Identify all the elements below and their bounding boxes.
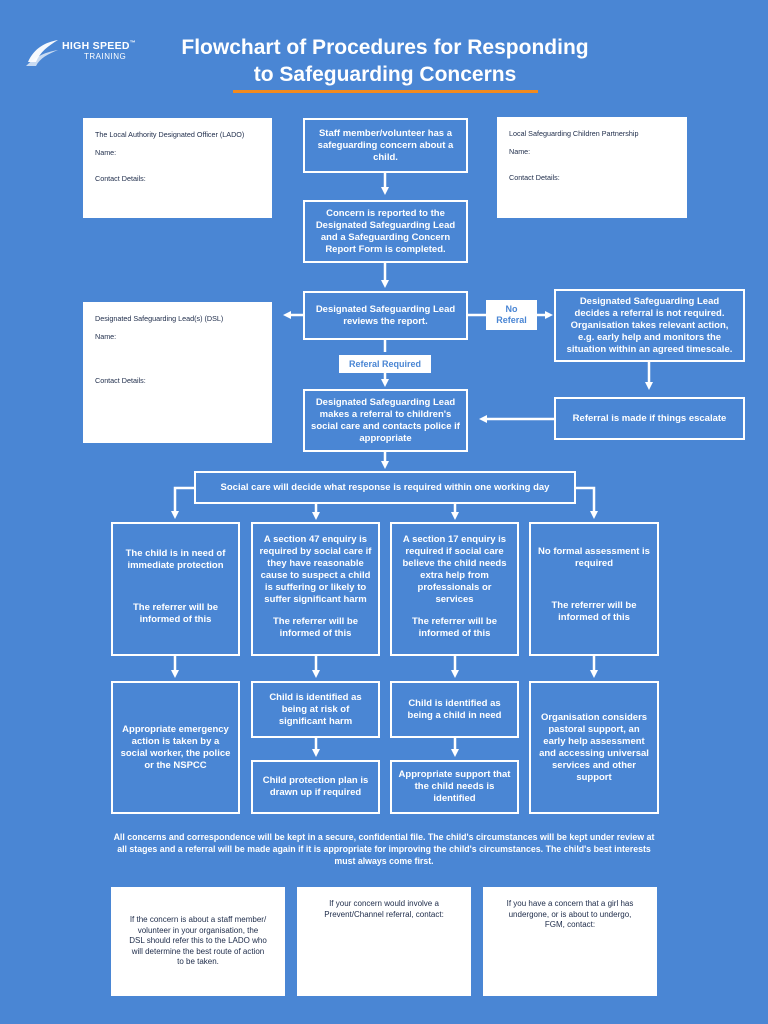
- col2-mid: Child is identified as being at risk of …: [251, 681, 380, 738]
- col3-bottom: Appropriate support that the child needs…: [390, 760, 519, 814]
- footer-lado-box: If the concern is about a staff member/ …: [111, 887, 285, 996]
- col4-bottom: Organisation considers pastoral support,…: [529, 681, 659, 814]
- col3-top: A section 17 enquiry is required if soci…: [390, 522, 519, 656]
- title-line-2: to Safeguarding Concerns: [253, 63, 517, 86]
- arrow-socialcare-col4: [576, 486, 598, 519]
- col2-bottom: Child protection plan is drawn up if req…: [251, 760, 380, 814]
- col2-top-text: A section 47 enquiry is required by soci…: [259, 534, 372, 605]
- lado-heading: The Local Authority Designated Officer (…: [95, 130, 245, 139]
- col1-top: The child is in need of immediate protec…: [111, 522, 240, 656]
- step-reviews: Designated Safeguarding Lead reviews the…: [303, 291, 468, 340]
- step-escalate: Referral is made if things escalate: [554, 397, 745, 440]
- step-no-referral: Designated Safeguarding Lead decides a r…: [554, 289, 745, 362]
- step-makes-referral: Designated Safeguarding Lead makes a ref…: [303, 389, 468, 452]
- step-social-care: Social care will decide what response is…: [194, 471, 576, 504]
- arrow-socialcare-col1: [171, 486, 194, 519]
- brand-logo: HIGH SPEED™ TRAINING: [24, 36, 154, 68]
- lado-contact-box: The Local Authority Designated Officer (…: [83, 118, 272, 218]
- brand-line1: HIGH SPEED™: [62, 40, 137, 52]
- footer-prevent-box: If your concern would involve a Prevent/…: [297, 887, 471, 996]
- dsl-name-label: Name:: [95, 332, 117, 341]
- lado-contact-label: Contact Details:: [95, 174, 146, 183]
- col1-top-text: The child is in need of immediate protec…: [125, 548, 226, 571]
- col4-referrer-text: The referrer will be informed of this: [551, 600, 637, 623]
- step-reported: Concern is reported to the Designated Sa…: [303, 200, 468, 263]
- col1-referrer-text: The referrer will be informed of this: [132, 602, 218, 625]
- dsl-contact-box: Designated Safeguarding Lead(s) (DSL) Na…: [83, 302, 272, 443]
- confidentiality-note: All concerns and correspondence will be …: [113, 832, 655, 866]
- lscp-heading: Local Safeguarding Children Partnership: [509, 129, 639, 138]
- col4-top-text: No formal assessment is required: [538, 546, 650, 569]
- col3-referrer-text: The referrer will be informed of this: [411, 616, 497, 639]
- lscp-name-label: Name:: [509, 147, 531, 156]
- col2-top: A section 47 enquiry is required by soci…: [251, 522, 380, 656]
- page-title: Flowchart of Procedures for Responding t…: [160, 34, 610, 88]
- lado-name-label: Name:: [95, 148, 117, 157]
- col3-top-text: A section 17 enquiry is required if soci…: [402, 534, 507, 605]
- title-line-1: Flowchart of Procedures for Responding: [181, 36, 589, 59]
- col1-bottom: Appropriate emergency action is taken by…: [111, 681, 240, 814]
- lscp-contact-label: Contact Details:: [509, 173, 560, 182]
- col4-top: No formal assessment is required The ref…: [529, 522, 659, 656]
- brand-line2: TRAINING: [84, 52, 127, 61]
- dsl-contact-label: Contact Details:: [95, 376, 146, 385]
- title-underline: [233, 90, 538, 93]
- no-referral-tag: No Referal: [486, 300, 537, 330]
- swoosh-icon: [26, 40, 58, 66]
- referral-required-tag: Referal Required: [339, 355, 431, 373]
- dsl-heading: Designated Safeguarding Lead(s) (DSL): [95, 314, 224, 323]
- col2-referrer-text: The referrer will be informed of this: [272, 616, 358, 639]
- col3-mid: Child is identified as being a child in …: [390, 681, 519, 738]
- footer-fgm-box: If you have a concern that a girl has un…: [483, 887, 657, 996]
- step-concern: Staff member/volunteer has a safeguardin…: [303, 118, 468, 173]
- lscp-contact-box: Local Safeguarding Children Partnership …: [497, 117, 687, 218]
